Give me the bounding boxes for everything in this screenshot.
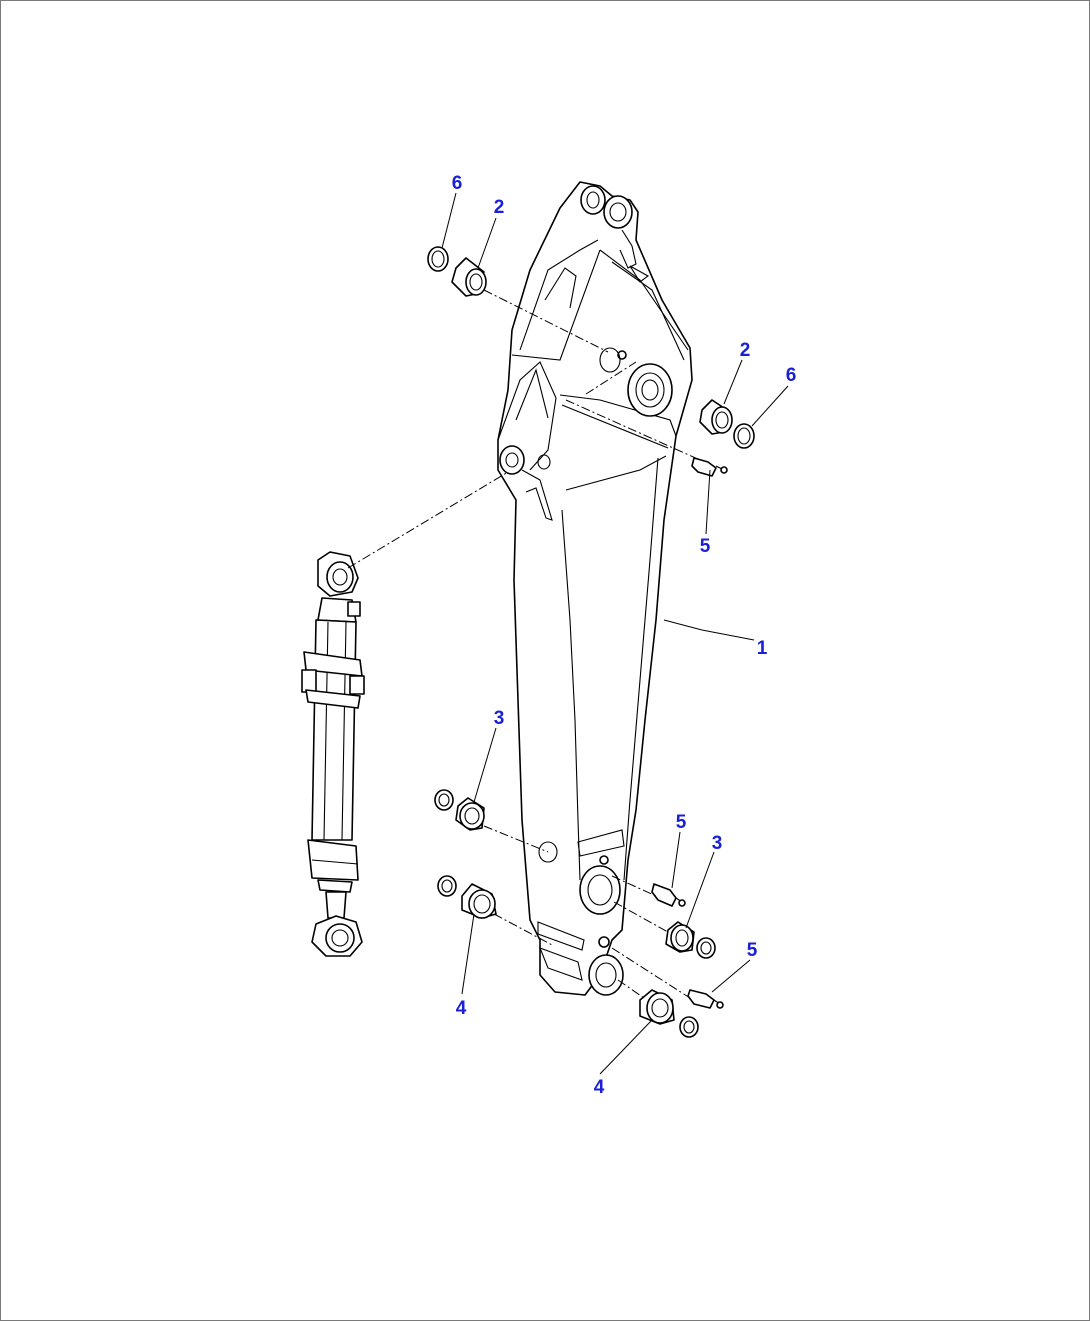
seal-part-4-right-seal (679, 1016, 699, 1038)
callout-6: 6 (452, 173, 463, 194)
callout-4: 4 (594, 1077, 605, 1098)
seal-part-4-left-seal (437, 875, 457, 897)
bushing-part-2-right (699, 399, 733, 435)
hydraulic-cylinder (301, 551, 365, 957)
arm-cylinder-boss (499, 445, 551, 475)
callout-5: 5 (747, 940, 758, 961)
callout-4: 4 (456, 998, 467, 1019)
bushing-part-4-right (639, 989, 675, 1025)
callout-1: 1 (757, 638, 768, 659)
leader-lines (441, 192, 789, 1075)
bushing-part-3-left (455, 797, 485, 831)
callout-6: 6 (786, 365, 797, 386)
arm-boom-pin-boss (599, 347, 673, 417)
grease-fitting-part-5-bottom (687, 989, 724, 1009)
callout-3: 3 (494, 708, 505, 729)
arm-top-bosses (580, 185, 650, 283)
callout-2: 2 (740, 340, 751, 361)
bushing-part-3-right (665, 921, 695, 953)
callouts: 6 2 2 6 5 1 3 5 3 5 4 4 (452, 173, 797, 1098)
callout-5: 5 (700, 536, 711, 557)
callout-5: 5 (676, 812, 687, 833)
seal-part-3-left (434, 789, 454, 811)
bushing-part-2-top-left (451, 257, 487, 297)
callout-2: 2 (494, 197, 505, 218)
seal-part-6-right (733, 423, 755, 449)
bushing-part-4-left (461, 883, 497, 919)
callout-3: 3 (712, 833, 723, 854)
arm-lower-bosses (538, 841, 624, 996)
grease-fitting-part-5-middle (651, 883, 686, 907)
seal-part-3-right (696, 937, 716, 959)
assembly-lines (347, 289, 701, 999)
seal-part-6-top-left (427, 246, 449, 272)
